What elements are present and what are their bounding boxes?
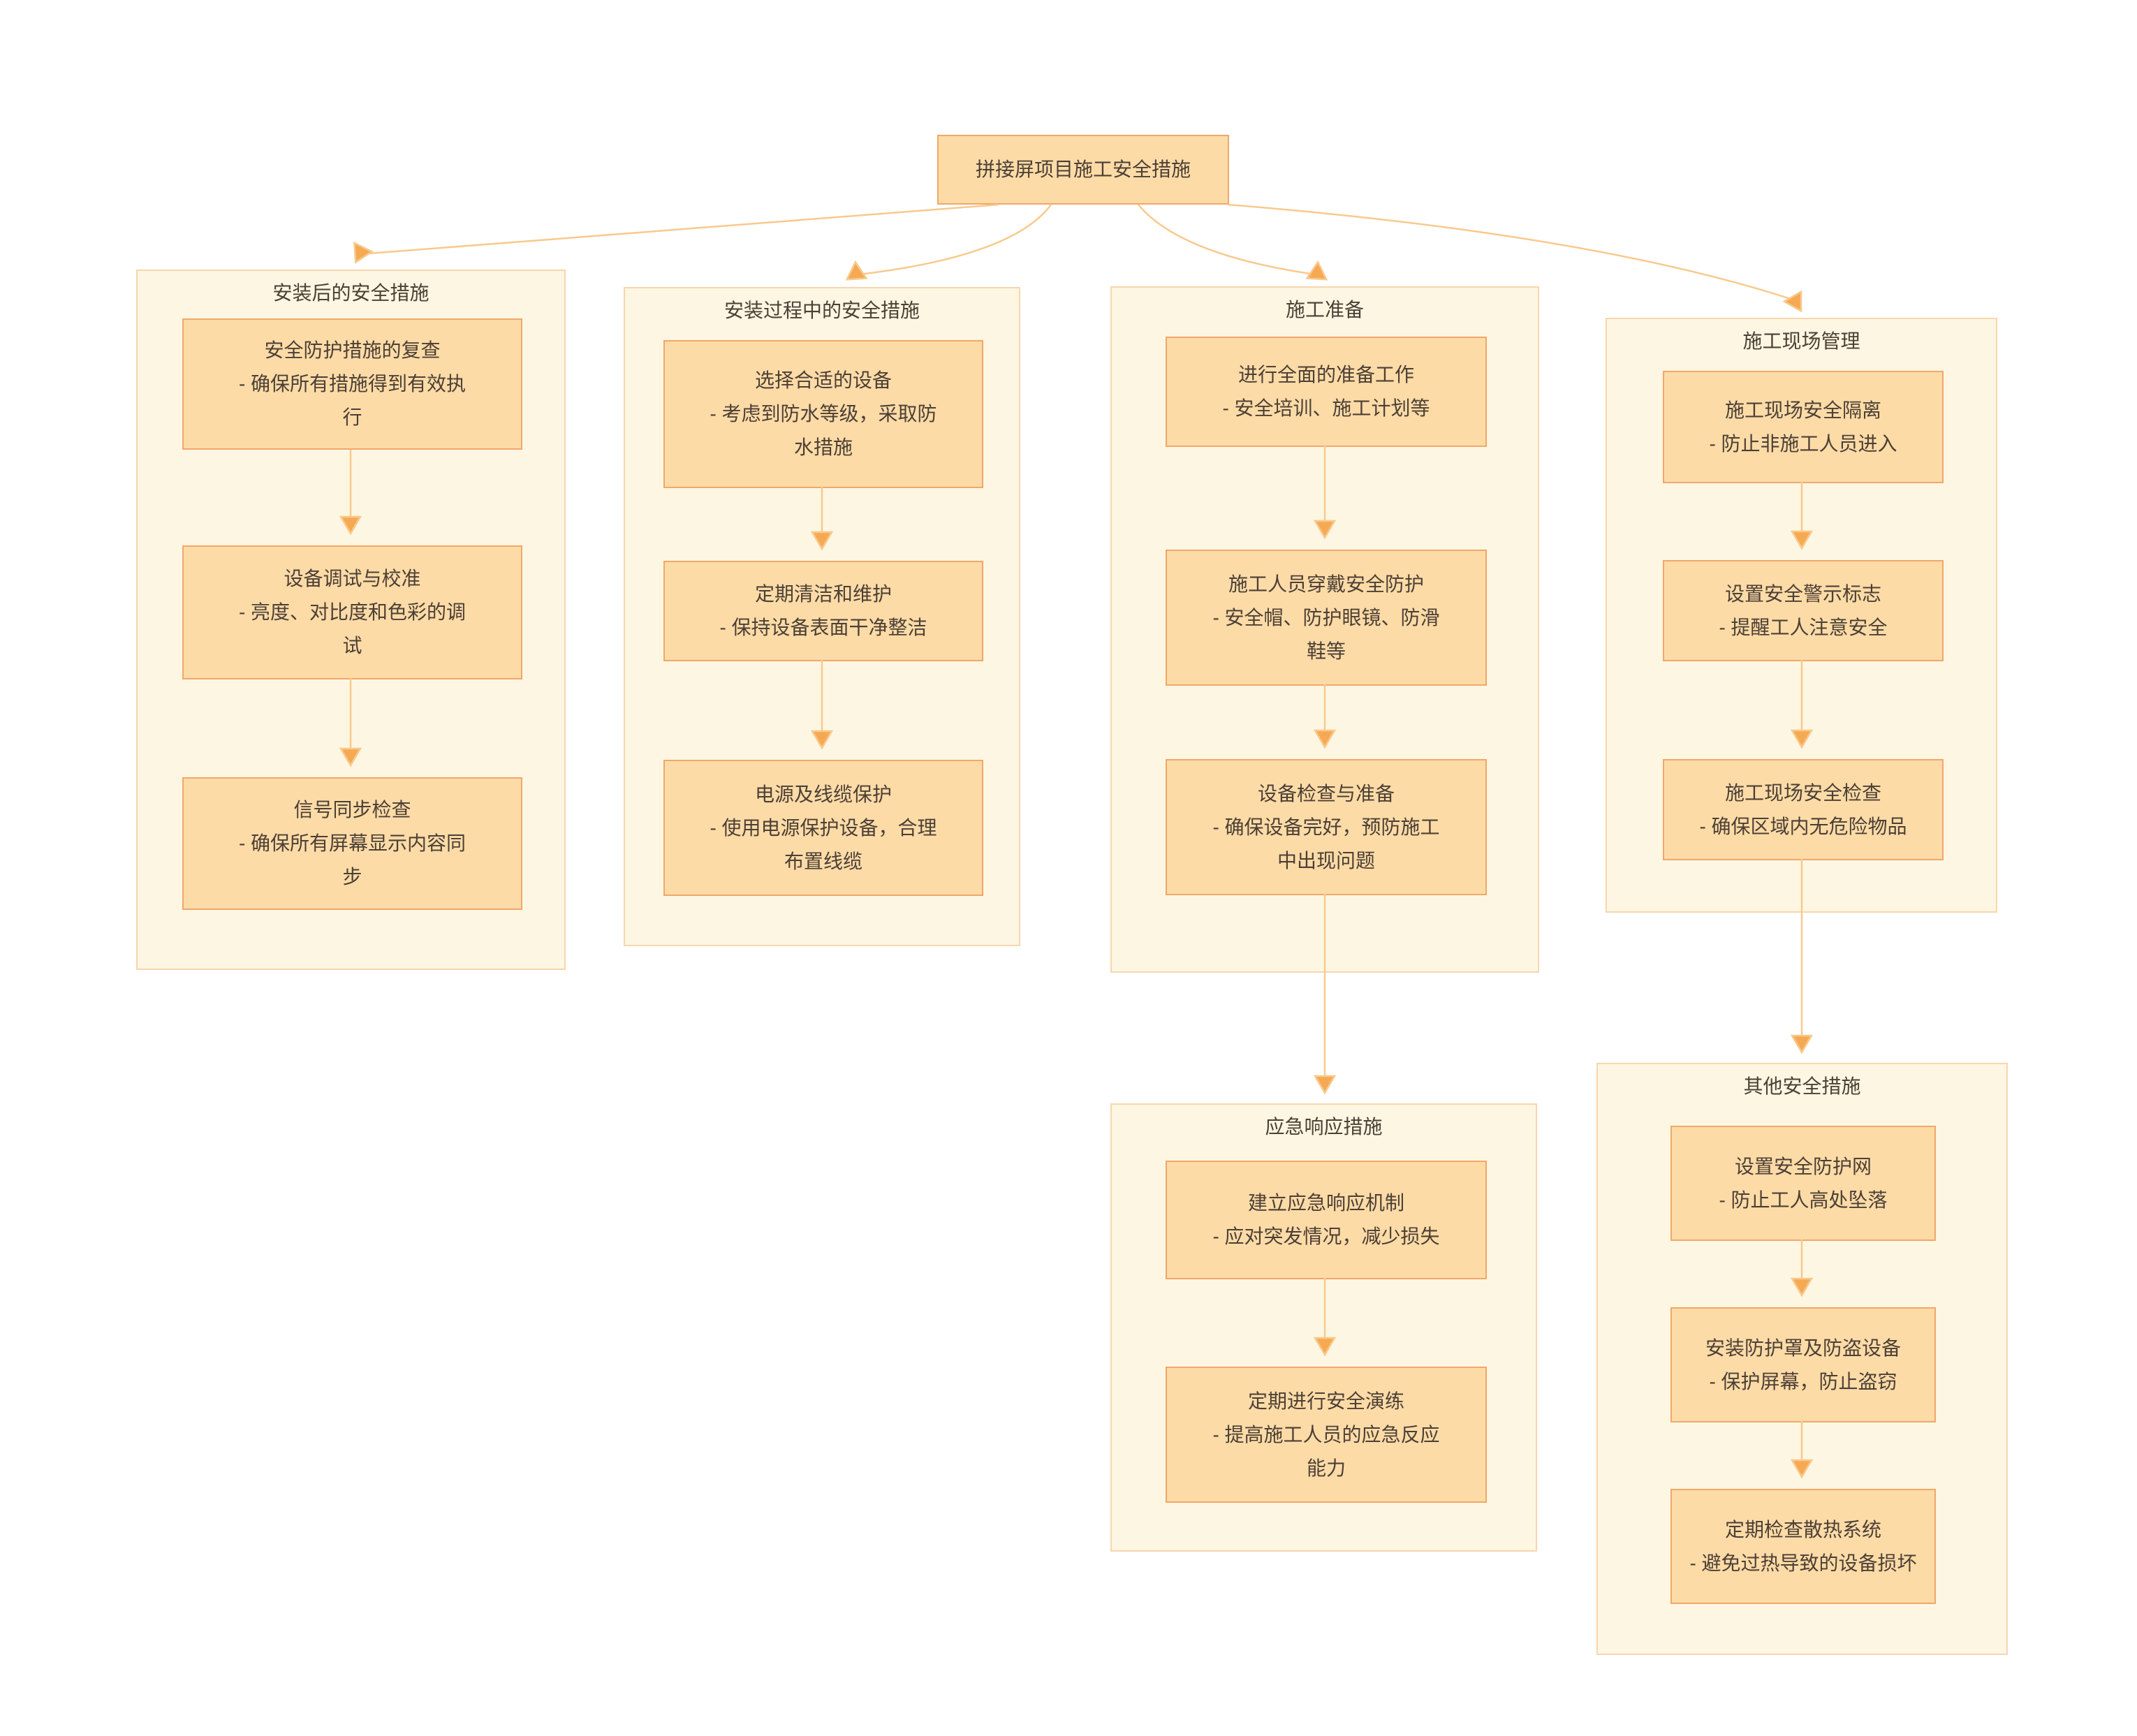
node-device-calibration: 设备调试与校准 - 亮度、对比度和色彩的调试 xyxy=(182,545,522,679)
node-title: 施工人员穿戴安全防护 xyxy=(1228,573,1424,595)
node-title: 设置安全警示标志 xyxy=(1724,582,1881,605)
node-desc: - 防止非施工人员进入 xyxy=(1709,432,1897,455)
group-title: 安装后的安全措施 xyxy=(272,282,429,304)
edge-root-to-group-during-install xyxy=(845,204,1052,281)
node-title: 施工现场安全隔离 xyxy=(1724,399,1881,421)
node-desc: - 考虑到防水等级，采取防水措施 xyxy=(710,403,937,458)
node-equipment-inspection: 设备检查与准备 - 确保设备完好，预防施工中出现问题 xyxy=(1166,759,1487,895)
node-site-safety-check: 施工现场安全检查 - 确保区域内无危险物品 xyxy=(1663,759,1944,860)
node-emergency-mechanism: 建立应急响应机制 - 应对突发情况，减少损失 xyxy=(1166,1161,1487,1279)
node-title: 设备检查与准备 xyxy=(1257,782,1395,804)
node-signal-sync-check: 信号同步检查 - 确保所有屏幕显示内容同步 xyxy=(182,777,522,910)
group-other-measures: 其他安全措施 设置安全防护网 - 防止工人高处坠落 安装防护罩及防盗设备 - 保… xyxy=(1596,1063,2008,1655)
node-desc: - 提高施工人员的应急反应能力 xyxy=(1212,1423,1440,1479)
node-title: 安装防护罩及防盗设备 xyxy=(1705,1337,1901,1359)
node-desc: - 避免过热导致的设备损坏 xyxy=(1689,1552,1917,1574)
node-safety-net: 设置安全防护网 - 防止工人高处坠落 xyxy=(1670,1126,1936,1241)
node-desc: - 保护屏幕，防止盗窃 xyxy=(1709,1370,1897,1392)
edge-root-to-group-post-install xyxy=(353,203,999,264)
node-title: 设置安全防护网 xyxy=(1734,1155,1872,1177)
node-title: 定期检查散热系统 xyxy=(1724,1518,1881,1540)
node-desc: - 应对突发情况，减少损失 xyxy=(1212,1226,1440,1247)
node-desc: - 安全帽、防护眼镜、防滑鞋等 xyxy=(1212,606,1440,662)
node-protective-gear: 施工人员穿戴安全防护 - 安全帽、防护眼镜、防滑鞋等 xyxy=(1166,550,1487,686)
root-node-label: 拼接屏项目施工安全措施 xyxy=(975,159,1191,180)
group-post-installation: 安装后的安全措施 安全防护措施的复查 - 确保所有措施得到有效执行 设备调试与校… xyxy=(136,270,566,970)
group-site-management: 施工现场管理 施工现场安全隔离 - 防止非施工人员进入 设置安全警示标志 - 提… xyxy=(1606,318,1997,913)
node-site-isolation: 施工现场安全隔离 - 防止非施工人员进入 xyxy=(1663,371,1944,483)
node-title: 建立应急响应机制 xyxy=(1247,1192,1404,1214)
node-desc: - 确保设备完好，预防施工中出现问题 xyxy=(1212,816,1440,871)
node-title: 电源及线缆保护 xyxy=(754,783,892,805)
node-regular-cleaning: 定期清洁和维护 - 保持设备表面干净整洁 xyxy=(663,561,983,661)
node-title: 信号同步检查 xyxy=(293,799,411,821)
node-choose-equipment: 选择合适的设备 - 考虑到防水等级，采取防水措施 xyxy=(663,340,983,488)
group-title: 应急响应措施 xyxy=(1265,1116,1383,1138)
node-desc: - 确保所有屏幕显示内容同步 xyxy=(238,832,467,888)
node-desc: - 防止工人高处坠落 xyxy=(1719,1189,1888,1211)
node-warning-signs: 设置安全警示标志 - 提醒工人注意安全 xyxy=(1663,560,1944,661)
node-safety-review: 安全防护措施的复查 - 确保所有措施得到有效执行 xyxy=(182,318,522,450)
group-emergency-response: 应急响应措施 建立应急响应机制 - 应对突发情况，减少损失 定期进行安全演练 -… xyxy=(1110,1103,1537,1552)
edge-root-to-group-preparation xyxy=(1138,204,1328,281)
group-title: 其他安全措施 xyxy=(1743,1075,1861,1097)
node-safety-drills: 定期进行安全演练 - 提高施工人员的应急反应能力 xyxy=(1166,1367,1487,1503)
node-title: 施工现场安全检查 xyxy=(1724,781,1881,804)
node-full-preparation: 进行全面的准备工作 - 安全培训、施工计划等 xyxy=(1166,337,1487,447)
node-title: 安全防护措施的复查 xyxy=(264,339,441,361)
node-desc: - 亮度、对比度和色彩的调试 xyxy=(238,601,467,656)
node-title: 选择合适的设备 xyxy=(754,369,892,391)
node-desc: - 保持设备表面干净整洁 xyxy=(719,617,927,638)
node-protective-cover: 安装防护罩及防盗设备 - 保护屏幕，防止盗窃 xyxy=(1670,1307,1936,1422)
node-title: 进行全面的准备工作 xyxy=(1238,364,1414,385)
node-title: 定期进行安全演练 xyxy=(1247,1390,1404,1412)
group-title: 施工现场管理 xyxy=(1742,330,1860,352)
node-desc: - 使用电源保护设备，合理布置线缆 xyxy=(710,816,937,872)
root-node: 拼接屏项目施工安全措施 xyxy=(937,135,1229,205)
group-title: 安装过程中的安全措施 xyxy=(724,300,920,321)
node-desc: - 确保区域内无危险物品 xyxy=(1699,815,1907,837)
node-desc: - 安全培训、施工计划等 xyxy=(1222,397,1430,419)
node-desc: - 提醒工人注意安全 xyxy=(1719,616,1888,638)
node-power-cable-protection: 电源及线缆保护 - 使用电源保护设备，合理布置线缆 xyxy=(663,760,983,896)
node-title: 定期清洁和维护 xyxy=(754,583,892,605)
node-desc: - 确保所有措施得到有效执行 xyxy=(238,373,467,428)
group-construction-preparation: 施工准备 进行全面的准备工作 - 安全培训、施工计划等 施工人员穿戴安全防护 -… xyxy=(1110,286,1539,973)
node-cooling-system-check: 定期检查散热系统 - 避免过热导致的设备损坏 xyxy=(1670,1489,1936,1604)
node-title: 设备调试与校准 xyxy=(284,568,421,589)
group-title: 施工准备 xyxy=(1285,299,1364,321)
group-during-installation: 安装过程中的安全措施 选择合适的设备 - 考虑到防水等级，采取防水措施 定期清洁… xyxy=(624,287,1020,946)
